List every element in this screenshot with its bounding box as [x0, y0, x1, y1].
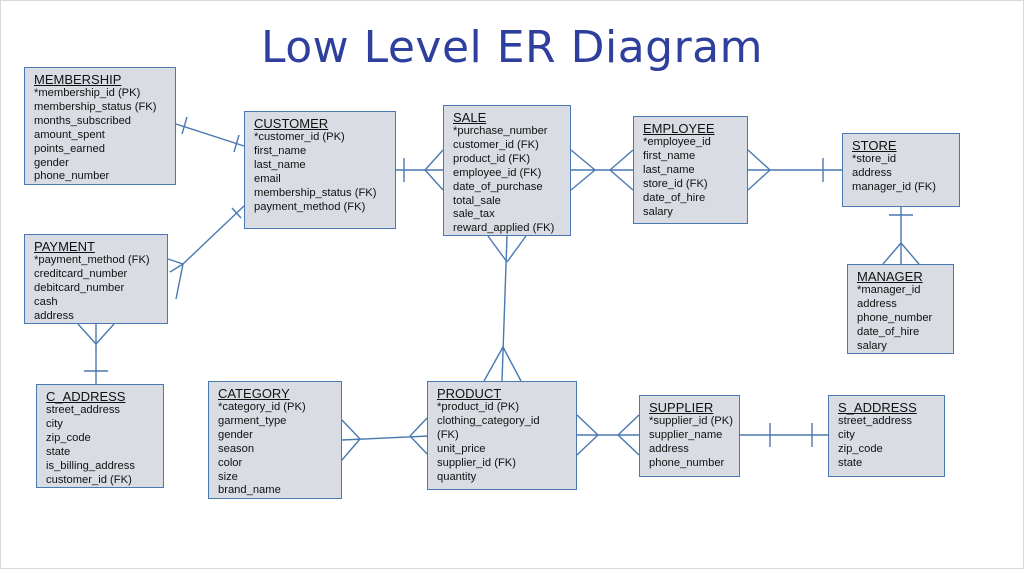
attribute: *category_id (PK) — [218, 401, 306, 413]
attribute: *product_id (PK) — [437, 401, 520, 413]
entity-name: SUPPLIER — [649, 400, 714, 415]
attribute: total_sale — [453, 194, 501, 207]
attribute: season — [218, 442, 255, 455]
entity-name: PAYMENT — [34, 239, 95, 254]
attribute: color — [218, 456, 243, 469]
attribute: address — [649, 442, 689, 455]
attribute: customer_id (FK) — [46, 473, 132, 486]
attribute: zip_code — [46, 431, 91, 444]
attribute: sale_tax — [453, 208, 495, 221]
attribute: employee_id (FK) — [453, 166, 542, 179]
attribute: *customer_id (PK) — [254, 131, 345, 143]
attribute: brand_name — [218, 484, 281, 497]
entity-name: STORE — [852, 138, 897, 153]
attribute: *membership_id (PK) — [34, 87, 141, 99]
attribute: *manager_id — [857, 284, 921, 296]
entity-employee[interactable]: EMPLOYEE *employee_id first_name last_na… — [633, 116, 748, 224]
attribute: phone_number — [857, 311, 933, 324]
attribute: supplier_name — [649, 428, 723, 441]
attribute: is_billing_address — [46, 459, 135, 472]
page-title: Low Level ER Diagram — [260, 22, 764, 73]
entity-membership[interactable]: MEMBERSHIP *membership_id (PK) membershi… — [24, 67, 176, 185]
attribute: state — [46, 445, 71, 458]
attribute: (FK) — [437, 428, 459, 441]
attribute: gender — [218, 428, 253, 441]
entity-name: S_ADDRESS — [838, 400, 917, 415]
entity-category[interactable]: CATEGORY *category_id (PK) garment_type … — [208, 381, 342, 499]
attribute: last_name — [254, 158, 306, 171]
entity-name: PRODUCT — [437, 386, 502, 401]
entity-payment[interactable]: PAYMENT *payment_method (FK) creditcard_… — [24, 234, 168, 324]
attribute: size — [218, 470, 238, 483]
attribute: months_subscribed — [34, 114, 132, 127]
attribute: cash — [34, 295, 58, 308]
attribute: salary — [643, 205, 673, 218]
attribute: date_of_hire — [857, 325, 920, 338]
entity-name: MANAGER — [857, 269, 923, 284]
entity-store[interactable]: STORE *store_id address manager_id (FK) — [842, 133, 960, 207]
entity-name: EMPLOYEE — [643, 121, 715, 136]
attribute: garment_type — [218, 414, 287, 427]
attribute: *purchase_number — [453, 125, 548, 137]
attribute: *store_id — [852, 153, 897, 165]
attribute: membership_status (FK) — [34, 100, 157, 113]
entity-sale[interactable]: SALE *purchase_number customer_id (FK) p… — [443, 105, 571, 236]
entity-manager[interactable]: MANAGER *manager_id address phone_number… — [847, 264, 954, 354]
entity-product[interactable]: PRODUCT *product_id (PK) clothing_catego… — [427, 381, 577, 490]
attribute: last_name — [643, 163, 695, 176]
attribute: address — [857, 297, 897, 310]
attribute: payment_method (FK) — [254, 200, 366, 213]
attribute: creditcard_number — [34, 267, 128, 280]
attribute: gender — [34, 156, 69, 169]
entity-customer[interactable]: CUSTOMER *customer_id (PK) first_name la… — [244, 111, 396, 229]
attribute: address — [852, 166, 892, 179]
entity-name: C_ADDRESS — [46, 389, 126, 404]
attribute: unit_price — [437, 442, 486, 455]
attribute: zip_code — [838, 442, 883, 455]
attribute: quantity — [437, 470, 477, 483]
attribute: product_id (FK) — [453, 152, 531, 165]
attribute: reward_applied (FK) — [453, 222, 555, 235]
attribute: first_name — [254, 144, 307, 157]
attribute: manager_id (FK) — [852, 180, 936, 193]
attribute: *employee_id — [643, 136, 711, 148]
attribute: phone_number — [34, 170, 110, 183]
attribute: state — [838, 456, 863, 469]
attribute: date_of_purchase — [453, 180, 543, 193]
attribute: salary — [857, 339, 887, 352]
entity-name: CUSTOMER — [254, 116, 329, 131]
entity-s-address[interactable]: S_ADDRESS street_address city zip_code s… — [828, 395, 945, 477]
attribute: street_address — [46, 404, 121, 416]
attribute: address — [34, 309, 74, 322]
attribute: first_name — [643, 149, 696, 162]
attribute: points_earned — [34, 142, 105, 155]
entity-name: CATEGORY — [218, 386, 290, 401]
attribute: debitcard_number — [34, 281, 125, 294]
attribute: email — [254, 172, 281, 185]
attribute: street_address — [838, 415, 913, 427]
attribute: *payment_method (FK) — [34, 254, 150, 266]
attribute: city — [46, 417, 63, 430]
entity-supplier[interactable]: SUPPLIER *supplier_id (PK) supplier_name… — [639, 395, 740, 477]
entity-name: SALE — [453, 110, 487, 125]
attribute: store_id (FK) — [643, 177, 708, 190]
entity-name: MEMBERSHIP — [34, 72, 122, 87]
attribute: *supplier_id (PK) — [649, 415, 733, 427]
attribute: customer_id (FK) — [453, 138, 539, 151]
entity-c-address[interactable]: C_ADDRESS street_address city zip_code s… — [36, 384, 164, 488]
attribute: membership_status (FK) — [254, 186, 377, 199]
attribute: clothing_category_id — [437, 414, 540, 427]
attribute: phone_number — [649, 456, 725, 469]
attribute: amount_spent — [34, 128, 105, 141]
attribute: city — [838, 428, 855, 441]
attribute: supplier_id (FK) — [437, 456, 516, 469]
attribute: date_of_hire — [643, 191, 706, 204]
